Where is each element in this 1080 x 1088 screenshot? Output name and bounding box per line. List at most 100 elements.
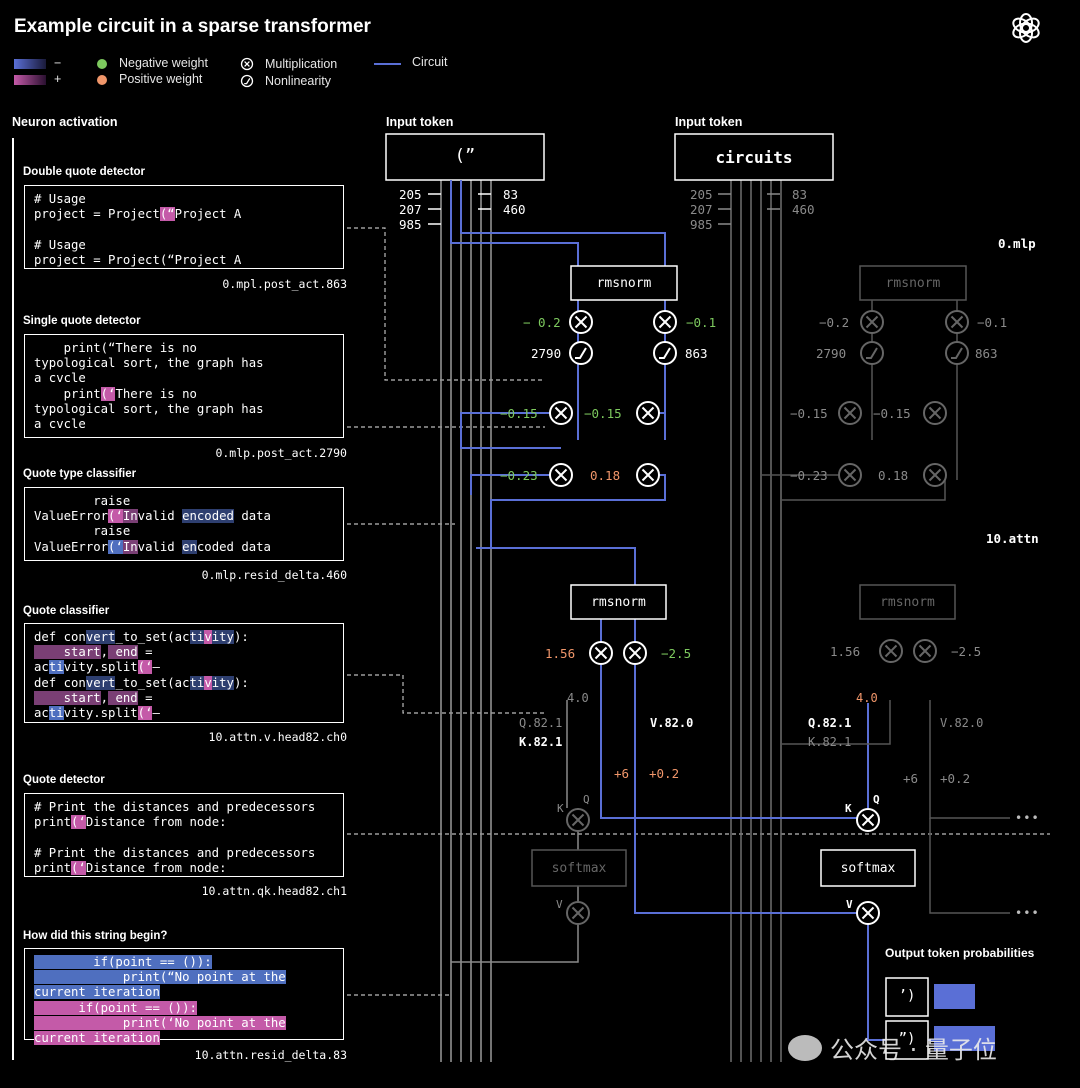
negative-weight-dot-icon bbox=[97, 59, 107, 69]
code-text: valid bbox=[137, 539, 183, 554]
example-connectors bbox=[347, 227, 1050, 996]
rmsnorm-box-left-mlp bbox=[570, 265, 678, 301]
highlighted-token: ti bbox=[48, 660, 64, 675]
weight-left-row2-a: −0.23 bbox=[500, 468, 538, 483]
code-text: # Print the distances and predecessors bbox=[34, 800, 316, 814]
highlighted-token: encoded bbox=[182, 509, 234, 524]
example-title-quote-detector: Quote detector bbox=[23, 774, 105, 786]
example-title-double-quote: Double quote detector bbox=[23, 166, 146, 178]
highlighted-token: In bbox=[122, 509, 138, 524]
highlighted-token: (‘ bbox=[108, 539, 123, 554]
code-line: print(“There is no bbox=[34, 341, 343, 356]
highlighted-token: end bbox=[108, 645, 138, 660]
v-port-right: V bbox=[846, 898, 853, 911]
highlighted-token: if(point == ()): bbox=[34, 1000, 197, 1015]
legend-positive-weight: Positive weight bbox=[119, 72, 203, 86]
page-title: Example circuit in a sparse transformer bbox=[14, 16, 371, 37]
output-token-2: ”) bbox=[898, 1031, 916, 1047]
legend-negative-weight: Negative weight bbox=[119, 56, 208, 70]
code-line: print(‘Distance from node: bbox=[34, 860, 343, 876]
output-probabilities-label: Output token probabilities bbox=[885, 946, 1035, 960]
legend-plus: + bbox=[54, 72, 62, 86]
highlighted-token: v bbox=[204, 675, 212, 690]
feature-985-right: 985 bbox=[690, 217, 713, 232]
k-label-left: K.82.1 bbox=[519, 735, 563, 749]
weight-left-row1-a: −0.15 bbox=[500, 406, 538, 421]
code-text: print bbox=[34, 815, 72, 830]
highlighted-token: v bbox=[204, 630, 212, 644]
highlighted-token: vert bbox=[85, 675, 116, 690]
feature-83-left: 83 bbox=[503, 187, 519, 202]
v-label-right: V.82.0 bbox=[940, 716, 984, 730]
watermark-text: 公众号 · 量子位 bbox=[830, 1036, 997, 1064]
highlighted-token: start bbox=[34, 690, 101, 705]
highlighted-token: (‘ bbox=[100, 386, 116, 401]
weight-right-v1: +6 bbox=[903, 771, 919, 786]
circuit-line-icon bbox=[374, 63, 401, 65]
code-line: ValueError(‘Invalid encoded data bbox=[34, 509, 343, 524]
feature-205-right: 205 bbox=[690, 187, 713, 202]
weight-right-mlp-a: −0.2 bbox=[819, 315, 850, 330]
output-probability-bar-2 bbox=[934, 1026, 995, 1051]
code-text: – bbox=[152, 705, 160, 720]
feature-207-right: 207 bbox=[690, 202, 713, 217]
highlighted-token: if(point == ()): bbox=[34, 955, 212, 969]
neuron-activation-label: Neuron activation bbox=[12, 115, 118, 129]
weight-right-row1-b: −0.15 bbox=[873, 406, 911, 421]
code-line: # Print the distances and predecessors bbox=[34, 800, 343, 815]
code-text: ValueError bbox=[34, 539, 109, 554]
rmsnorm-label-left-mlp: rmsnorm bbox=[596, 276, 652, 291]
wechat-icon bbox=[788, 1034, 822, 1061]
weight-left-row1-b: −0.15 bbox=[584, 406, 622, 421]
layer-label-mlp: 0.mlp bbox=[998, 236, 1036, 251]
weight-left-row2-b: 0.18 bbox=[590, 468, 621, 483]
legend-multiplication: Multiplication bbox=[265, 57, 338, 71]
example-title-quote-type: Quote type classifier bbox=[23, 468, 137, 480]
code-line: def convert_to_set(activity): bbox=[34, 675, 343, 691]
highlighted-token: ity bbox=[211, 630, 234, 644]
code-text: def con bbox=[34, 630, 86, 644]
code-text: ValueError bbox=[34, 509, 109, 524]
highlighted-token: In bbox=[122, 539, 138, 554]
code-text: coded data bbox=[196, 539, 271, 554]
legend-gradient-positive bbox=[14, 75, 46, 85]
code-text: , bbox=[100, 645, 109, 660]
highlighted-token: (‘ bbox=[71, 860, 86, 875]
softmax-box-right bbox=[820, 849, 916, 887]
code-line: if(point == ()): bbox=[34, 955, 343, 970]
softmax-label-left: softmax bbox=[551, 861, 607, 876]
feature-207-left: 207 bbox=[399, 202, 422, 217]
neuron-863-right: 863 bbox=[975, 346, 998, 361]
right-residual-stream bbox=[730, 180, 782, 1062]
highlighted-token: ti bbox=[189, 630, 205, 644]
output-probability-bar-1 bbox=[934, 984, 975, 1009]
code-text: raise bbox=[34, 494, 131, 508]
code-text: print bbox=[34, 860, 72, 875]
code-line: # Print the distances and predecessors bbox=[34, 846, 343, 861]
code-text: # Usage bbox=[34, 192, 86, 206]
connector-double-quote bbox=[347, 227, 545, 381]
rmsnorm-box-left-attn bbox=[570, 584, 667, 620]
highlighted-token: start bbox=[34, 645, 101, 660]
code-text: valid bbox=[137, 509, 183, 524]
openai-logo-icon bbox=[1012, 13, 1040, 43]
code-text: def con bbox=[34, 675, 86, 690]
legend-gradient-negative bbox=[14, 59, 46, 69]
highlighted-token: (‘ bbox=[137, 660, 153, 675]
v-label-left: V.82.0 bbox=[650, 716, 694, 730]
input-token-box-right bbox=[674, 133, 834, 181]
highlighted-token: ti bbox=[189, 675, 205, 690]
code-line: activity.split(‘– bbox=[34, 660, 343, 675]
code-line: print(‘Distance from node: bbox=[34, 815, 343, 830]
highlighted-token: ti bbox=[48, 705, 64, 720]
weight-right-v2: +0.2 bbox=[940, 771, 971, 786]
nonlinearity-icon bbox=[240, 74, 254, 88]
circuit-path bbox=[450, 180, 940, 1041]
highlighted-token: (‘ bbox=[137, 705, 153, 720]
code-text: Project A bbox=[174, 207, 242, 222]
